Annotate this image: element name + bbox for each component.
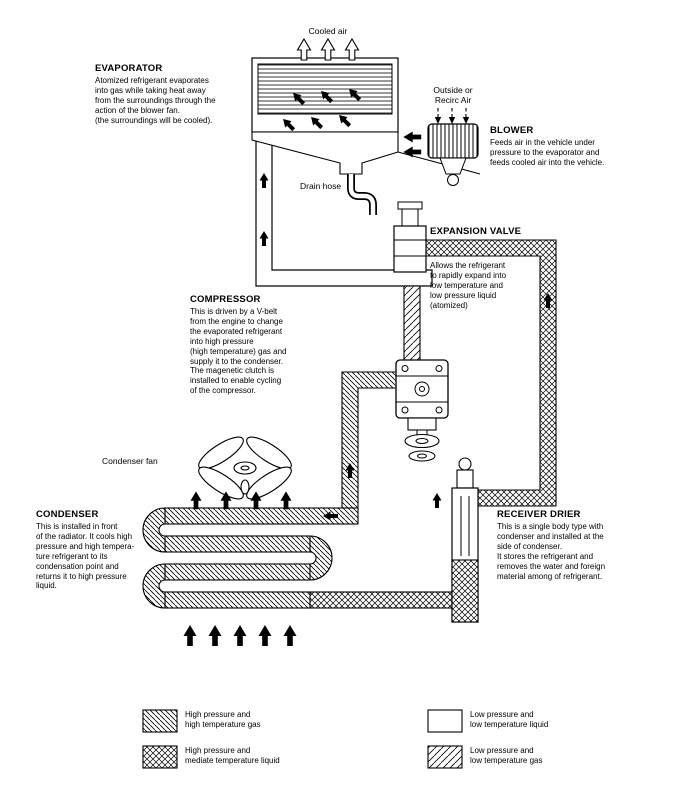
compressor-description: This is driven by a V-belt from the engi… [190,307,287,396]
legend-swatch-high-pressure-gas [142,709,178,733]
blower-outlet-arrows [403,131,422,158]
legend-label-high-pressure-liquid: High pressure and mediate temperature li… [185,746,280,766]
legend-label-high-pressure-gas: High pressure and high temperature gas [185,710,261,730]
expansion-valve-description: Allows the refrigerant to rapidly expand… [430,261,507,310]
evaporator-core [257,63,393,115]
cooled-air-arrows [296,38,360,61]
drain-pan [251,131,399,175]
legend-swatch-high-pressure-liquid [142,745,178,769]
legend-label-low-pressure-liquid: Low pressure and low temperature liquid [470,710,549,730]
legend-swatches [142,709,463,769]
blower-unit [403,108,479,186]
legend-label-low-pressure-gas: Low pressure and low temperature gas [470,746,543,766]
condenser-title: CONDENSER [36,509,99,520]
legend-swatch-low-pressure-liquid [427,709,463,733]
evaporator-description: Atomized refrigerant evaporates into gas… [95,76,216,125]
blower-description: Feeds air in the vehicle under pressure … [490,138,605,167]
condenser-fan-label: Condenser fan [102,456,158,466]
discharge-pipe [341,371,401,509]
compressor-title: COMPRESSOR [190,294,261,305]
blower-title: BLOWER [490,125,534,136]
blower-motor [439,157,467,175]
expansion-valve-title: EXPANSION VALVE [430,226,522,237]
evaporator-title: EVAPORATOR [95,63,163,74]
compressor-unit [395,359,449,462]
receiver-drier-unit [451,457,479,623]
condenser-fan-blades [198,436,292,500]
condenser-coil [142,507,359,609]
evaporator-unit [251,57,481,215]
receiver-drier-description: This is a single body type with condense… [497,522,606,581]
receiver-drier-title: RECEIVER DRIER [497,509,581,520]
drain-hose-label: Drain hose [300,181,342,191]
blower-wheel [427,123,479,159]
expansion-valve-body [393,201,427,273]
cooled-air-label: Cooled air [308,26,348,36]
compressor-pulley [404,433,440,462]
legend-swatch-low-pressure-gas [427,745,463,769]
outside-air-label: Outside or Recirc Air [433,85,473,105]
condenser-description: This is installed in front of the radiat… [36,522,135,591]
suction-pipe [403,285,421,363]
blower-inlet-arrows [434,108,470,124]
